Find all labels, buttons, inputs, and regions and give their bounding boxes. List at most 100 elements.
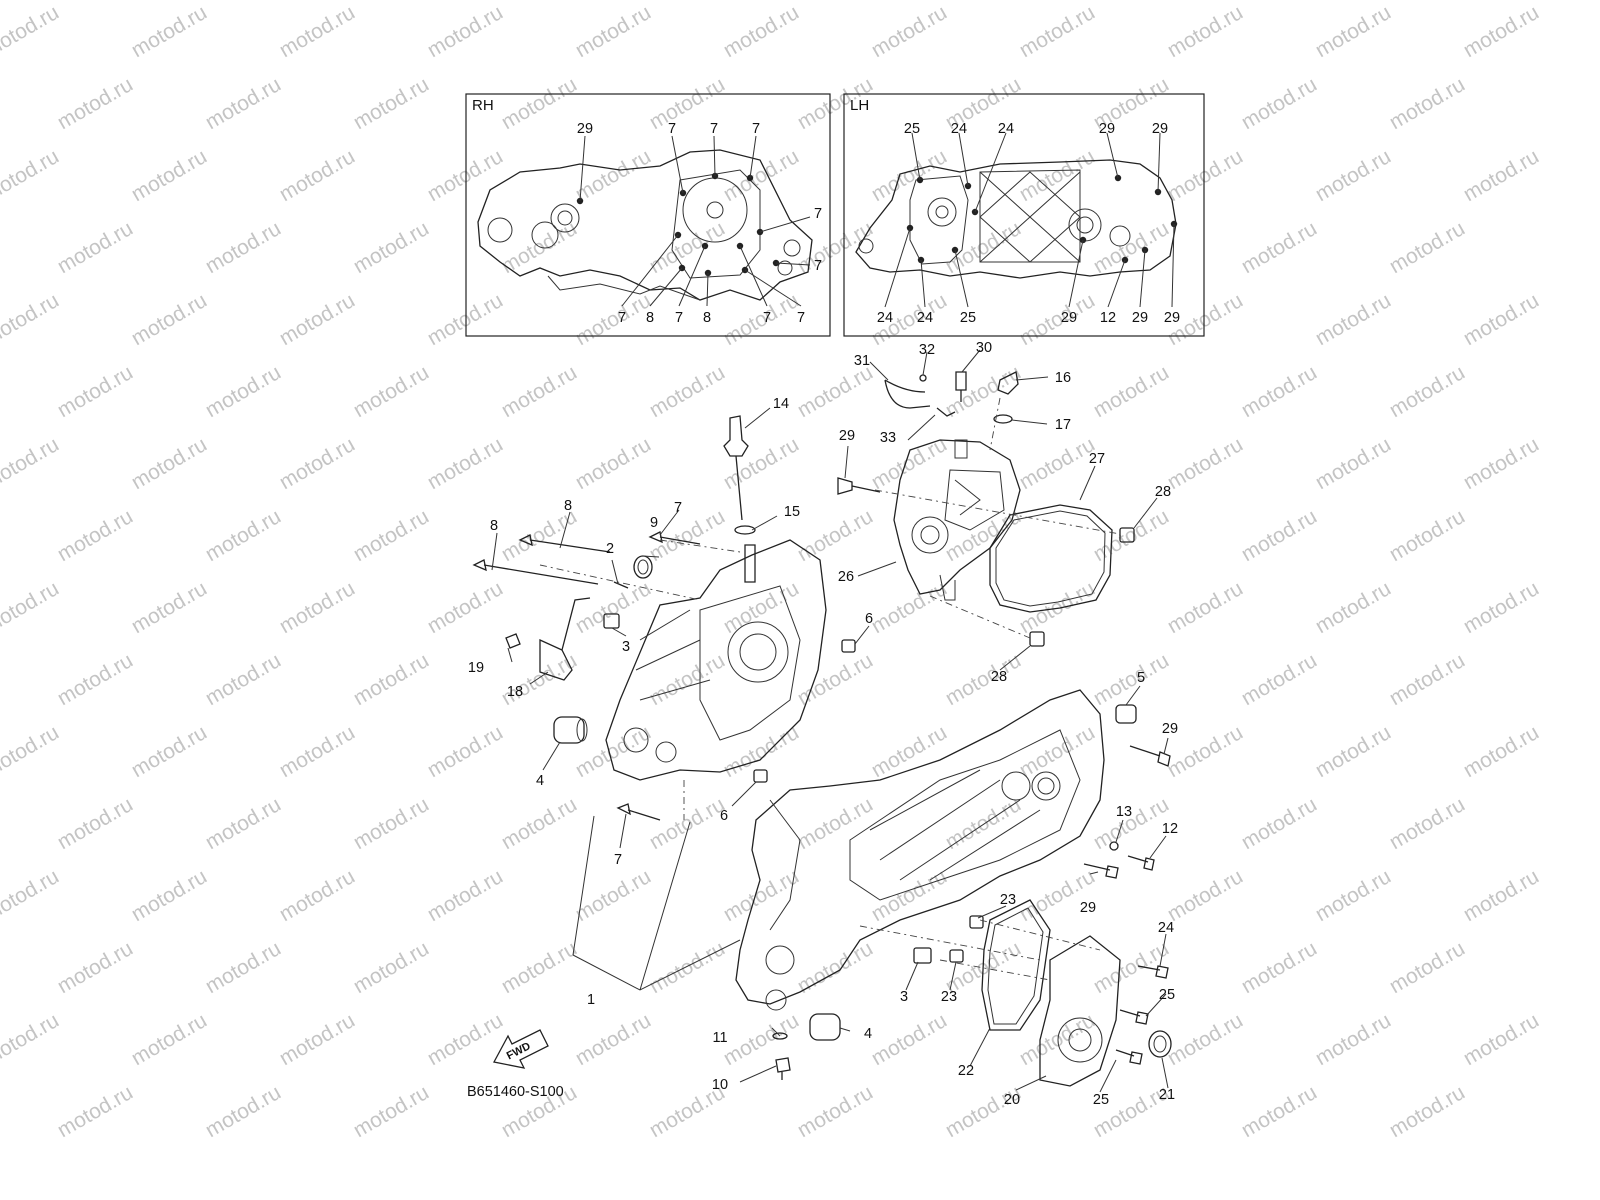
o-ring-17 [993, 414, 1013, 424]
callout-25-upper: 25 [1159, 987, 1175, 1003]
lh-label: 24 [998, 121, 1014, 137]
dowel-pin-2 [613, 581, 629, 589]
callout-5: 5 [1137, 670, 1145, 686]
callout-24: 24 [1158, 920, 1174, 936]
crankcase-half-rh [605, 539, 827, 781]
callout-33: 33 [880, 430, 896, 446]
callout-14: 14 [773, 396, 789, 412]
rh-label: 7 [814, 258, 822, 274]
callout-6-upper: 6 [865, 611, 873, 627]
callout-28-top: 28 [1155, 484, 1171, 500]
lh-panel-frame [843, 93, 1205, 337]
bolt-7-bottom [616, 803, 661, 821]
callout-28-lower: 28 [991, 669, 1007, 685]
callout-19: 19 [468, 660, 484, 676]
rh-part-labels: 29 7 7 7 7 7 7 8 7 8 7 7 [577, 121, 822, 326]
callout-leaders [491, 349, 1169, 1093]
o-ring-15 [734, 525, 756, 535]
crankcase-rh [472, 415, 856, 821]
rh-panel: RH 29 7 7 7 7 [465, 93, 831, 337]
rh-label: 7 [675, 310, 683, 326]
lh-label: 25 [904, 121, 920, 137]
damper-4-right [809, 1013, 841, 1041]
rh-panel-title: RH [472, 97, 494, 114]
rh-label: 7 [668, 121, 676, 137]
bolt-29-lower [1083, 863, 1119, 879]
callout-4-right: 4 [864, 1026, 872, 1042]
callout-12: 12 [1162, 821, 1178, 837]
rh-label: 29 [577, 121, 593, 137]
fwd-label: FWD [505, 1040, 533, 1062]
callout-labels: 31 32 30 16 17 14 33 29 27 28 15 8 7 9 8… [468, 340, 1178, 1108]
lh-leader-lines [884, 132, 1175, 308]
lh-part-labels: 25 24 24 29 29 24 24 25 29 12 29 29 [877, 121, 1180, 326]
callout-18: 18 [507, 684, 523, 700]
rh-label: 7 [618, 310, 626, 326]
breather-hose-31 [884, 379, 931, 409]
callout-15: 15 [784, 504, 800, 520]
callout-1: 1 [587, 992, 595, 1008]
rh-label: 7 [814, 206, 822, 222]
rh-leader-lines [579, 135, 811, 307]
crankcase-cover-assembly [837, 371, 1135, 647]
rh-bolt-dots [576, 172, 780, 277]
dipstick-14 [723, 415, 749, 521]
gasket-22 [981, 899, 1051, 1031]
rh-label: 8 [703, 310, 711, 326]
fwd-arrow-icon: FWD [493, 1029, 549, 1069]
dipstick-neck [744, 544, 756, 583]
bolt-7-top [648, 531, 701, 545]
callout-13: 13 [1116, 804, 1132, 820]
callout-27: 27 [1089, 451, 1105, 467]
bracket-18 [539, 597, 591, 681]
oil-seal-9 [633, 555, 653, 579]
dowel-23-upper [969, 915, 984, 929]
rh-label: 8 [646, 310, 654, 326]
collar-3 [603, 613, 620, 629]
lh-label: 29 [1152, 121, 1168, 137]
callout-2: 2 [606, 541, 614, 557]
lh-label: 24 [917, 310, 933, 326]
lh-label: 29 [1099, 121, 1115, 137]
callout-11: 11 [712, 1030, 727, 1046]
lh-label: 25 [960, 310, 976, 326]
lh-panel-title: LH [850, 97, 869, 114]
callout-29-right: 29 [1162, 721, 1178, 737]
washer-13 [1109, 841, 1119, 851]
callout-8-left: 8 [490, 518, 498, 534]
callout-7-top: 7 [674, 500, 682, 516]
cover-20 [1039, 935, 1121, 1087]
lh-label: 29 [1132, 310, 1148, 326]
callout-7-bottom: 7 [614, 852, 622, 868]
crankcase-lh [735, 689, 1172, 1087]
plug-16 [997, 371, 1019, 395]
bolt-25-lower [1115, 1049, 1143, 1065]
damper-4-left [553, 716, 585, 744]
callout-6-lower: 6 [720, 808, 728, 824]
collar-3-lower [913, 947, 932, 964]
callout-4-left: 4 [536, 773, 544, 789]
collar-5 [1115, 704, 1137, 724]
callout-32: 32 [919, 342, 935, 358]
bolt-25-upper [1119, 1009, 1149, 1025]
callout-8-top: 8 [564, 498, 572, 514]
dowel-6-lower [753, 769, 768, 783]
diagram-code: B651460-S100 [467, 1084, 564, 1100]
callout-31: 31 [854, 353, 870, 369]
gasket-27 [989, 504, 1113, 613]
crankcase-cover-26 [893, 439, 1021, 595]
callout-23-upper: 23 [1000, 892, 1016, 908]
lh-label: 24 [951, 121, 967, 137]
rh-label: 7 [752, 121, 760, 137]
drain-bolt-10 [775, 1057, 791, 1080]
callout-25-lower: 25 [1093, 1092, 1109, 1108]
callout-3-lower: 3 [900, 989, 908, 1005]
callout-20: 20 [1004, 1092, 1020, 1108]
callout-30: 30 [976, 340, 992, 356]
oil-seal-21 [1148, 1030, 1172, 1058]
bolt-8-top [518, 534, 611, 553]
callout-21: 21 [1159, 1087, 1175, 1103]
callout-10: 10 [712, 1077, 728, 1093]
callout-29-top: 29 [839, 428, 855, 444]
dowel-23-lower [949, 949, 964, 963]
